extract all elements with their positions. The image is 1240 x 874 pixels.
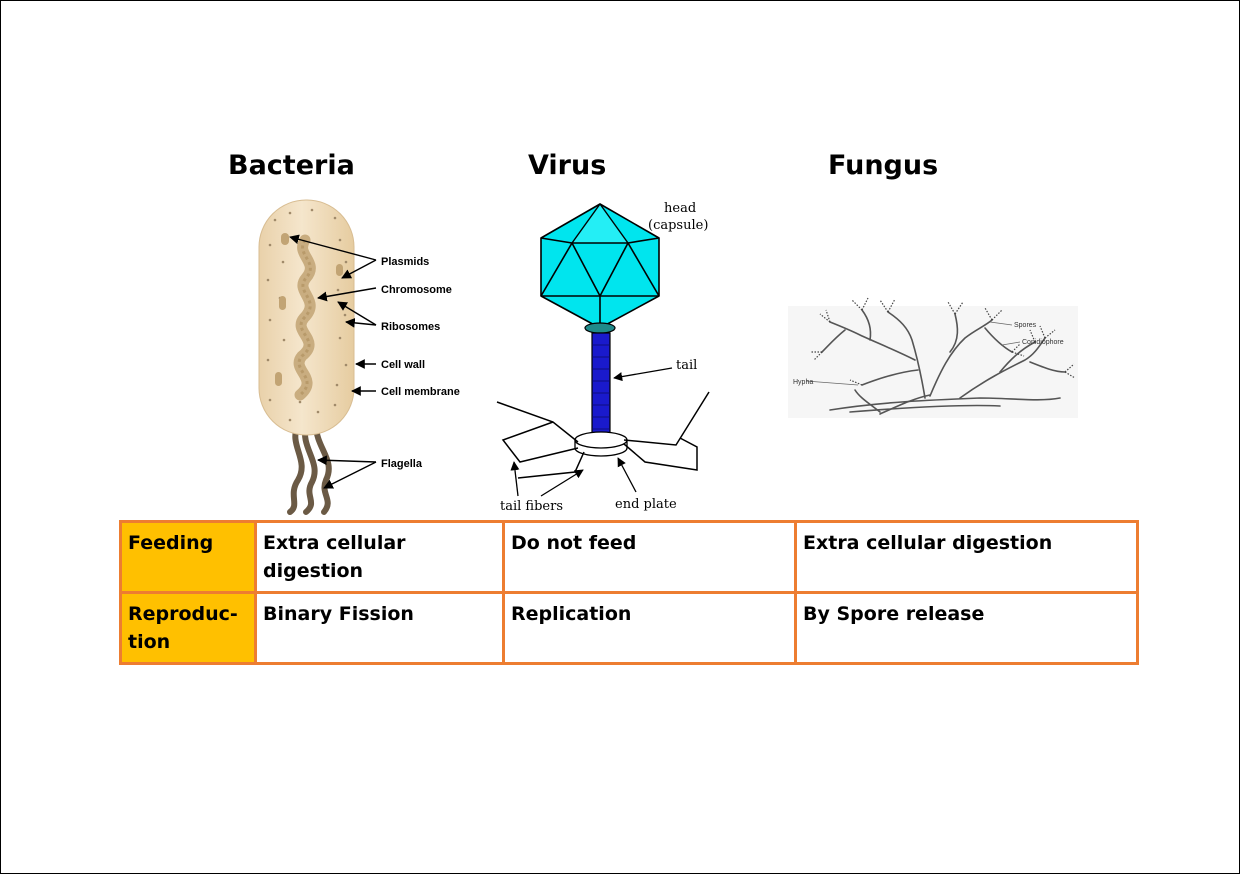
- capsid-head: [540, 203, 660, 329]
- plasmids-label: Plasmids: [381, 256, 429, 268]
- virus-reproduction-cell: Replication: [502, 591, 797, 665]
- tail-fibers-label: tail fibers: [500, 499, 563, 514]
- plasmid-shape: [336, 264, 343, 276]
- fungus-diagram: Spores Conidiophore Hypha: [788, 297, 1078, 418]
- collar: [584, 322, 616, 334]
- feeding-row-header: Feeding: [119, 520, 257, 594]
- fungus-label-lines: [805, 321, 1021, 386]
- end-plate-label: end plate: [615, 497, 677, 512]
- reproduction-row-header: Reproduc- tion: [119, 591, 257, 665]
- tail-rings: [592, 344, 610, 430]
- bacteria-heading: Bacteria: [228, 150, 355, 181]
- bacteria-label-arrows: [289, 234, 377, 489]
- bacteria-reproduction-cell: Binary Fission: [254, 591, 505, 665]
- plasmid-shape: [281, 233, 289, 245]
- cell-membrane-label: Cell membrane: [381, 386, 460, 398]
- virus-feeding-cell: Do not feed: [502, 520, 797, 594]
- table-row: Feeding Extra cellular digestion Do not …: [119, 520, 1139, 594]
- spore-chains: [810, 297, 1076, 386]
- reproduction-header-line2: tion: [128, 631, 171, 653]
- tail-label: tail: [676, 358, 697, 373]
- comparison-table: Feeding Extra cellular digestion Do not …: [119, 520, 1139, 665]
- bacteria-feeding-cell: Extra cellular digestion: [254, 520, 505, 594]
- table-row: Reproduc- tion Binary Fission Replicatio…: [119, 591, 1139, 665]
- flagella-label: Flagella: [381, 458, 423, 470]
- end-plate-top: [574, 431, 628, 449]
- chromosome-label: Chromosome: [381, 284, 452, 296]
- ribosomes-label: Ribosomes: [381, 321, 440, 333]
- tail-sheath: [591, 332, 611, 446]
- fungus-heading: Fungus: [828, 150, 939, 181]
- virus-diagram: head (capsule) tail tail fibers end plat…: [496, 201, 710, 514]
- plasmid-shape: [279, 296, 286, 310]
- plasmid-shape: [275, 372, 282, 386]
- ribosome-dots: [266, 208, 348, 422]
- capsule-label: (capsule): [648, 218, 708, 233]
- hyphae-drawing: [821, 309, 1066, 415]
- fungus-feeding-cell: Extra cellular digestion: [794, 520, 1139, 594]
- flagella-drawing: [287, 422, 332, 515]
- chromosome-texture: [297, 239, 312, 397]
- conidiophore-label: Conidiophore: [1022, 339, 1064, 346]
- head-label: head: [664, 201, 696, 216]
- fungus-reproduction-cell: By Spore release: [794, 591, 1139, 665]
- virus-label-arrows: [510, 367, 673, 497]
- hypha-label: Hypha: [793, 379, 813, 386]
- bacteria-diagram: Plasmids Chromosome Ribosomes Cell wall …: [258, 199, 460, 515]
- cell-wall-label: Cell wall: [381, 359, 425, 371]
- virus-heading: Virus: [528, 150, 607, 181]
- reproduction-header-line1: Reproduc-: [128, 603, 238, 625]
- spores-label: Spores: [1014, 322, 1037, 329]
